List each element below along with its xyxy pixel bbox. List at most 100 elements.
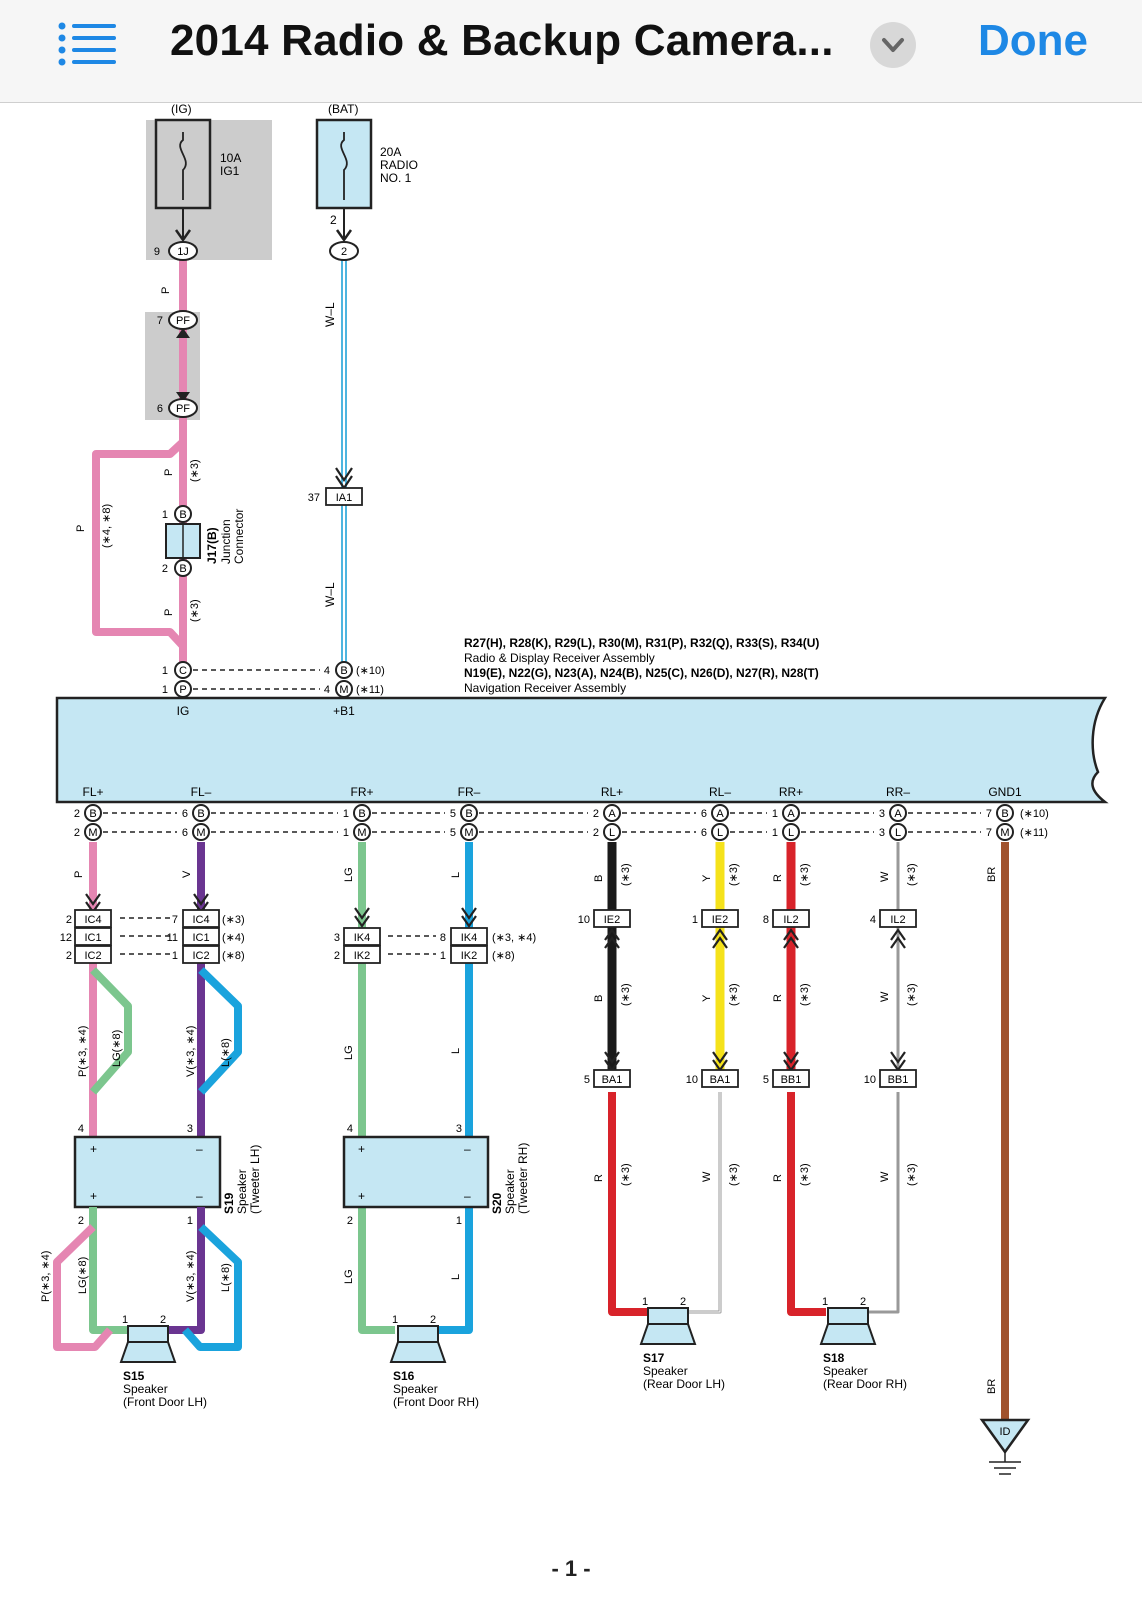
j17-pin1-number: 1 bbox=[162, 509, 168, 521]
page-number: - 1 - bbox=[551, 1556, 591, 1581]
row1-pin-number-5: 6 bbox=[701, 808, 707, 820]
row2-pin-number-5: 6 bbox=[701, 827, 707, 839]
row2-pin-2-circle bbox=[353, 823, 371, 841]
rear-lower-conn-1-label: BA1 bbox=[710, 1074, 731, 1086]
rear-upper-pin-3: 4 bbox=[870, 914, 876, 926]
speaker-1-cone bbox=[389, 1341, 447, 1363]
rear-code-low-1: W bbox=[701, 1171, 713, 1182]
fl-plus-lg-bypass bbox=[89, 967, 132, 1095]
receiver-terminal-labels: FL+FL–FR+FR–RL+RL–RR+RR–GND1 bbox=[82, 785, 1022, 799]
row1-pin-number-0: 2 bbox=[74, 808, 80, 820]
row2-pin-0-letter: M bbox=[88, 827, 97, 839]
fr-lower-l: L bbox=[450, 1274, 462, 1280]
rear-upper-conn-1-label: IE2 bbox=[712, 914, 729, 926]
fr-minus-arrow-1 bbox=[461, 907, 477, 920]
fr-note-0: (∗3, ∗4) bbox=[492, 932, 536, 944]
row2-pin-5-letter: L bbox=[717, 827, 723, 839]
j17-pin1-letter: B bbox=[179, 509, 186, 521]
rear-lower-conn-1-box bbox=[701, 1069, 739, 1088]
row1-pin-1-letter: B bbox=[197, 808, 204, 820]
gnd-code-top: BR bbox=[986, 867, 998, 882]
fl-left-pin-1: 12 bbox=[60, 932, 72, 944]
terminal-label-4: RL+ bbox=[601, 785, 623, 799]
row2-pin-number-0: 2 bbox=[74, 827, 80, 839]
fl-right-conn-0-box bbox=[182, 909, 220, 928]
s19-pin4: 4 bbox=[78, 1123, 84, 1135]
connector-ia1 bbox=[325, 487, 363, 506]
document-title: 2014 Radio & Backup Camera... bbox=[170, 16, 834, 65]
fl-lg8-code: LG(∗8) bbox=[111, 1030, 123, 1067]
row2-pin-8-letter: M bbox=[1000, 827, 1009, 839]
rear-code-low-0: R bbox=[593, 1174, 605, 1182]
terminal-label-5: RL– bbox=[709, 785, 731, 799]
row2-pin-5-circle bbox=[711, 823, 729, 841]
gnd-note-2: (∗11) bbox=[1020, 827, 1048, 839]
terminal-label-3: FR– bbox=[458, 785, 481, 799]
j17-pin1-circle bbox=[174, 505, 192, 523]
speaker-2-name: S17 bbox=[643, 1351, 665, 1365]
speaker-3-desc1: Speaker bbox=[823, 1364, 868, 1378]
rear-lower-conn-0-box bbox=[593, 1069, 631, 1088]
fl-right-conn-1-box bbox=[182, 927, 220, 946]
rear-code-up-2: R bbox=[772, 874, 784, 882]
fl-left-conn-1-box bbox=[74, 927, 112, 946]
connector-pf-bottom-pin: 6 bbox=[157, 403, 163, 415]
rx-ig-pin-p-letter: P bbox=[179, 684, 186, 696]
rear-up-arrow-b-0 bbox=[604, 936, 620, 949]
rear-upper-conn-0-box bbox=[593, 909, 631, 928]
j17-pin2-letter: B bbox=[179, 563, 186, 575]
row2-pin-7-letter: L bbox=[895, 827, 901, 839]
ig-wire-code-1: P bbox=[160, 287, 172, 294]
rear-note-mid-2: (∗3) bbox=[799, 983, 811, 1006]
bypass-wire-code: P bbox=[75, 525, 87, 532]
receiver-box bbox=[55, 696, 1109, 804]
fr-right-conn-1-label: IK2 bbox=[461, 950, 478, 962]
j17-pin2-circle bbox=[174, 559, 192, 577]
rear-lower-conn-2-label: BB1 bbox=[781, 1074, 802, 1086]
done-button[interactable]: Done bbox=[978, 16, 1088, 65]
speaker-2-pin1: 1 bbox=[642, 1296, 648, 1308]
s20-pin4: 4 bbox=[347, 1123, 353, 1135]
row1-pin-1-circle bbox=[192, 804, 210, 822]
speaker-3-desc2: (Rear Door RH) bbox=[823, 1377, 907, 1391]
row1-pin-number-2: 1 bbox=[343, 808, 349, 820]
fr-plus-code: LG bbox=[343, 867, 355, 882]
speaker-0-desc1: Speaker bbox=[123, 1382, 168, 1396]
rr-plus-red-lower-wire bbox=[787, 1092, 826, 1316]
list-icon[interactable] bbox=[58, 22, 118, 66]
row1-pin-number-8: 7 bbox=[986, 808, 992, 820]
fr-plus-lg-wire bbox=[358, 842, 395, 1334]
fr-minus-l-wire bbox=[432, 842, 473, 1334]
power-section: (IG) (BAT) 10A IG1 20A RADIO NO. 1 2 1J … bbox=[75, 102, 819, 698]
connector-1j-label: 1J bbox=[177, 246, 189, 258]
speaker-2-cone bbox=[639, 1323, 697, 1345]
rear-lower-pin-3: 10 bbox=[864, 1074, 876, 1086]
rx-row1-note: (∗10) bbox=[356, 665, 385, 677]
row2-pin-1-letter: M bbox=[196, 827, 205, 839]
ig-wire-code-2: P bbox=[163, 469, 175, 476]
row1-pin-7-letter: A bbox=[894, 808, 902, 820]
fr-left-conn-0-label: IK4 bbox=[354, 932, 371, 944]
rear-note-low-3: (∗3) bbox=[906, 1163, 918, 1186]
connector-pf-top-label: PF bbox=[176, 315, 190, 327]
row2-pin-1-circle bbox=[192, 823, 210, 841]
rear-up-arrow-b-3 bbox=[890, 936, 906, 949]
row1-pin-4-letter: A bbox=[608, 808, 616, 820]
s20-plus-bottom: + bbox=[358, 1189, 365, 1203]
rear-code-up-0: B bbox=[593, 875, 605, 882]
rx-b1-pin-m-letter: M bbox=[339, 684, 348, 696]
s20-minus-bottom: – bbox=[464, 1189, 471, 1203]
s20-pin1: 1 bbox=[456, 1215, 462, 1227]
title-menu-button[interactable] bbox=[870, 22, 916, 68]
fr-right-conn-0-box bbox=[450, 927, 488, 946]
rx-b1-pin-b-letter: B bbox=[340, 665, 347, 677]
row2-pin-4-letter: L bbox=[609, 827, 615, 839]
gnd-note-1: (∗10) bbox=[1020, 808, 1049, 820]
rear-code-up-3: W bbox=[879, 871, 891, 882]
